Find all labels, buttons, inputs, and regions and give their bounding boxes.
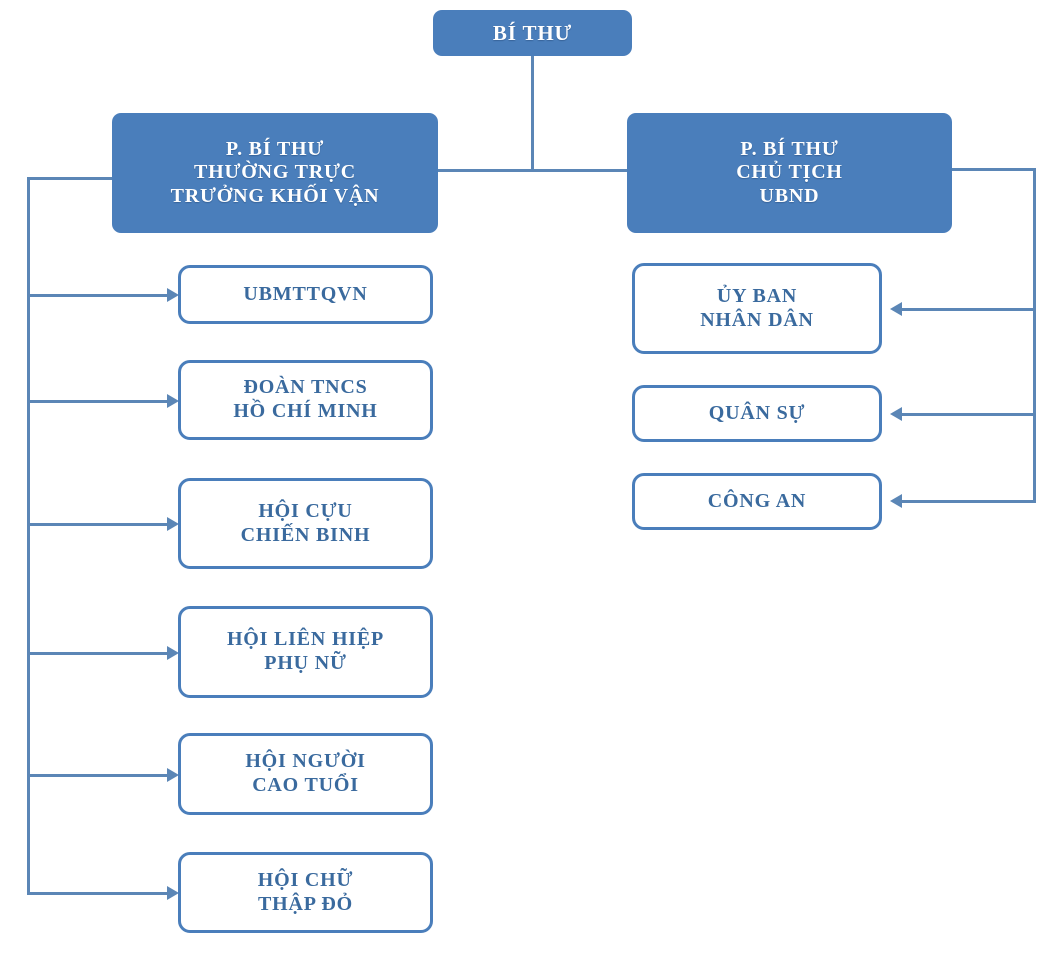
node-hoi-chu-thap-do[interactable]: HỘI CHỮ THẬP ĐỎ: [178, 852, 433, 933]
connector-right-trunk: [1033, 168, 1036, 502]
connector-spine-left: [437, 169, 533, 172]
arrow-right-3: [890, 494, 902, 508]
node-p-bi-thu-chu-tich-ubnd[interactable]: P. BÍ THƯ CHỦ TỊCH UBND: [627, 113, 952, 233]
node-p-bi-thu-thuong-truc-label: P. BÍ THƯ THƯỜNG TRỰC TRƯỞNG KHỐI VẬN: [170, 137, 380, 207]
node-hoi-cuu-chien-binh[interactable]: HỘI CỰU CHIẾN BINH: [178, 478, 433, 569]
node-doan-tncs-ho-chi-minh[interactable]: ĐOÀN TNCS HỒ CHÍ MINH: [178, 360, 433, 440]
node-hoi-nguoi-cao-tuoi-label: HỘI NGƯỜI CAO TUỔI: [245, 750, 366, 796]
connector-left-trunk: [27, 177, 30, 893]
connector-left-arm-1: [27, 294, 173, 297]
node-cong-an-label: CÔNG AN: [707, 489, 807, 512]
connector-left-head-out: [27, 177, 115, 180]
connector-left-arm-4: [27, 652, 173, 655]
connector-left-arm-3: [27, 523, 173, 526]
node-hoi-lien-hiep-phu-nu[interactable]: HỘI LIÊN HIỆP PHỤ NỮ: [178, 606, 433, 698]
arrow-right-2: [890, 407, 902, 421]
connector-left-arm-6: [27, 892, 173, 895]
connector-right-head-out: [948, 168, 1036, 171]
connector-left-arm-2: [27, 400, 173, 403]
arrow-left-4: [167, 646, 179, 660]
arrow-left-6: [167, 886, 179, 900]
arrow-right-1: [890, 302, 902, 316]
node-quan-su-label: QUÂN SỰ: [708, 401, 806, 424]
node-p-bi-thu-thuong-truc[interactable]: P. BÍ THƯ THƯỜNG TRỰC TRƯỞNG KHỐI VẬN: [112, 113, 438, 233]
node-hoi-lien-hiep-phu-nu-label: HỘI LIÊN HIỆP PHỤ NỮ: [226, 628, 385, 674]
node-bi-thu[interactable]: BÍ THƯ: [433, 10, 632, 56]
node-cong-an[interactable]: CÔNG AN: [632, 473, 882, 530]
arrow-left-3: [167, 517, 179, 531]
node-hoi-cuu-chien-binh-label: HỘI CỰU CHIẾN BINH: [240, 499, 371, 546]
node-uy-ban-nhan-dan[interactable]: ỦY BAN NHÂN DÂN: [632, 263, 882, 354]
connector-right-arm-2: [902, 413, 1036, 416]
arrow-left-1: [167, 288, 179, 302]
node-ubmttqvn[interactable]: UBMTTQVN: [178, 265, 433, 324]
node-hoi-nguoi-cao-tuoi[interactable]: HỘI NGƯỜI CAO TUỔI: [178, 733, 433, 815]
connector-bithu-stem: [531, 54, 534, 171]
node-uy-ban-nhan-dan-label: ỦY BAN NHÂN DÂN: [700, 284, 814, 331]
connector-right-arm-1: [902, 308, 1036, 311]
arrow-left-2: [167, 394, 179, 408]
connector-right-arm-3: [902, 500, 1036, 503]
node-hoi-chu-thap-do-label: HỘI CHỮ THẬP ĐỎ: [257, 868, 354, 915]
node-p-bi-thu-chu-tich-ubnd-label: P. BÍ THƯ CHỦ TỊCH UBND: [736, 137, 843, 207]
node-doan-tncs-ho-chi-minh-label: ĐOÀN TNCS HỒ CHÍ MINH: [233, 376, 378, 422]
node-quan-su[interactable]: QUÂN SỰ: [632, 385, 882, 442]
node-bi-thu-label: BÍ THƯ: [492, 20, 573, 45]
connector-spine-right: [531, 169, 628, 172]
connector-left-arm-5: [27, 774, 173, 777]
arrow-left-5: [167, 768, 179, 782]
node-ubmttqvn-label: UBMTTQVN: [243, 282, 368, 305]
